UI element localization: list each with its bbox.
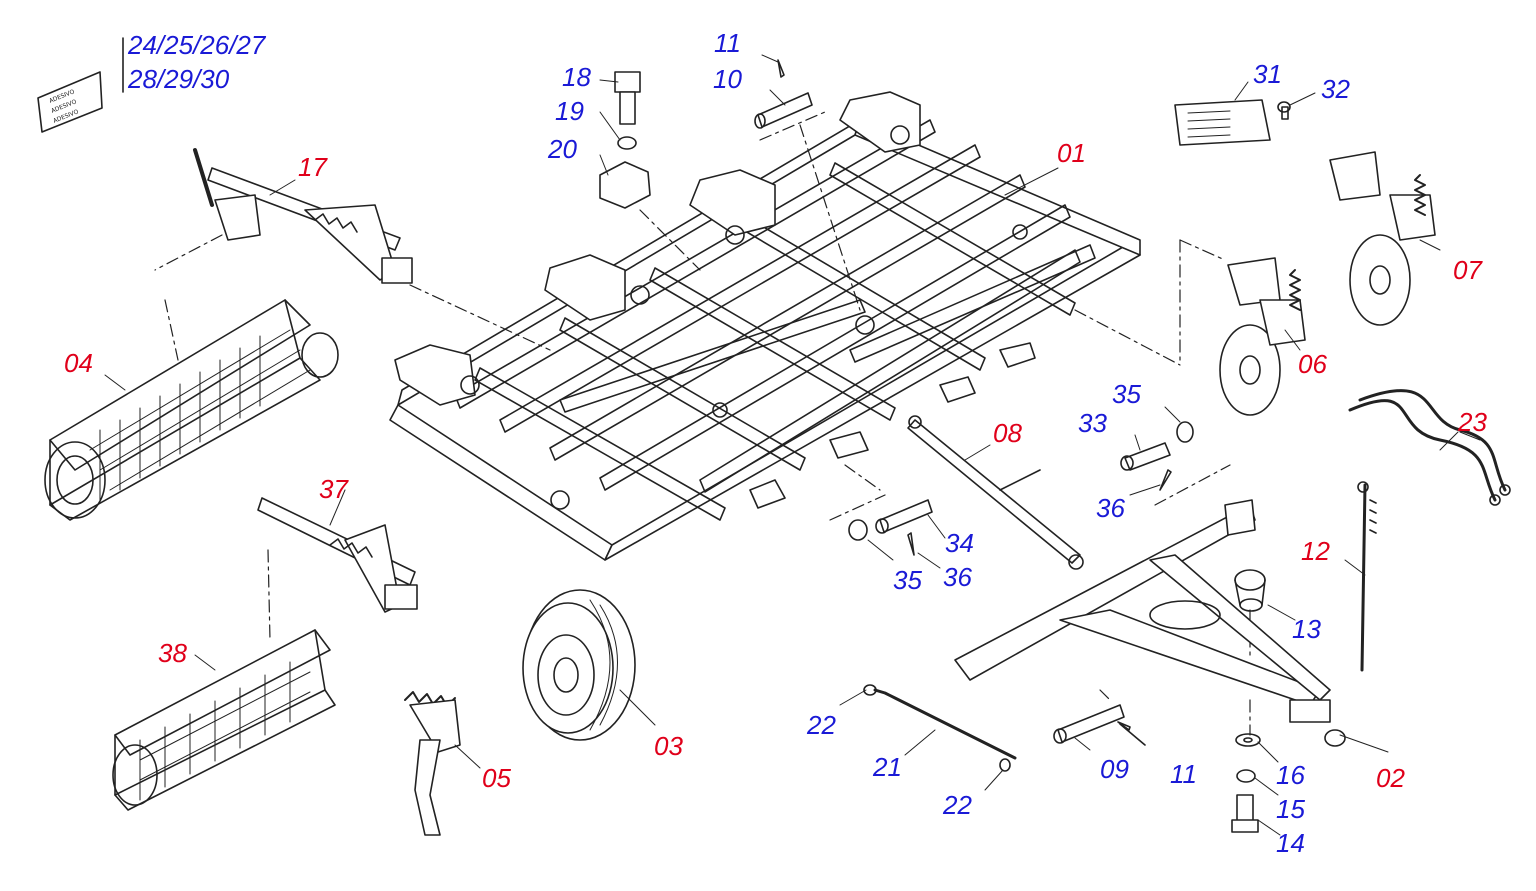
callout-09: 09 [1100, 754, 1129, 784]
hydraulic-hoses-23 [1348, 389, 1511, 506]
roller-arm-37 [257, 497, 418, 613]
cage-roller-38 [112, 629, 336, 811]
callout-08: 08 [993, 418, 1022, 448]
tine-05 [404, 691, 461, 836]
disc-assembly-07 [1329, 151, 1436, 326]
callout-03: 03 [654, 731, 683, 761]
assembly-guide-lines [154, 111, 1251, 736]
crosskill-roller-04 [44, 299, 339, 521]
main-frame [389, 91, 1141, 561]
callout-01: 01 [1057, 138, 1086, 168]
drawbar-02 [954, 499, 1346, 747]
callout-31: 31 [1253, 59, 1282, 89]
callout-13: 13 [1292, 614, 1321, 644]
leader-lines [104, 54, 1481, 836]
callout-04: 04 [64, 348, 93, 378]
callout-14: 14 [1276, 828, 1305, 858]
callout-19: 19 [555, 96, 584, 126]
callout-36-left: 36 [943, 562, 972, 592]
callout-33: 33 [1078, 408, 1107, 438]
callout-36-right: 36 [1096, 493, 1125, 523]
disc-assembly-06 [1219, 257, 1306, 416]
callout-22-top: 22 [807, 710, 836, 740]
callout-06: 06 [1298, 349, 1327, 379]
callout-22-bottom: 22 [943, 790, 972, 820]
callout-32: 32 [1321, 74, 1350, 104]
hydraulic-cylinder-08 [907, 415, 1084, 570]
callout-35-right: 35 [1112, 379, 1141, 409]
callout-07: 07 [1453, 255, 1482, 285]
callout-37: 37 [319, 474, 348, 504]
callout-05: 05 [482, 763, 511, 793]
sticker-range-line1: 24/25/26/27 [128, 30, 266, 60]
sticker-range-line2: 28/29/30 [128, 64, 230, 94]
callout-21: 21 [873, 752, 902, 782]
adhesive-sticker: ADESIVO ADESIVO ADESIVO [37, 37, 124, 133]
callout-23: 23 [1458, 407, 1487, 437]
callout-10: 10 [713, 64, 742, 94]
callout-17: 17 [298, 152, 327, 182]
callout-12: 12 [1301, 536, 1330, 566]
callout-15: 15 [1276, 794, 1305, 824]
callout-11-bottom: 11 [1170, 759, 1197, 789]
callout-34: 34 [945, 528, 974, 558]
callout-20: 20 [548, 134, 577, 164]
pins [599, 59, 1377, 772]
callout-11-top: 11 [714, 28, 741, 58]
callout-16: 16 [1276, 760, 1305, 790]
callout-02: 02 [1376, 763, 1405, 793]
roller-arm-17 [193, 148, 413, 284]
jack-parts [1231, 569, 1266, 833]
callout-38: 38 [158, 638, 187, 668]
callout-35-left: 35 [893, 565, 922, 595]
callout-18: 18 [562, 62, 591, 92]
wheel-03 [522, 589, 636, 741]
